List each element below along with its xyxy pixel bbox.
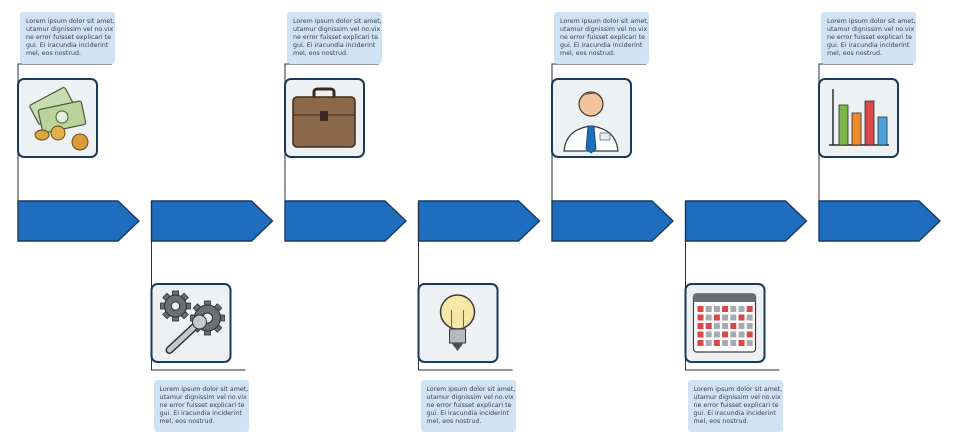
description-line: utamur dignissim vel no.vix: [426, 394, 514, 402]
description-step-3: Lorem ipsum dolor sit amet,utamur dignis…: [287, 12, 382, 64]
description-step-6: Lorem ipsum dolor sit amet,utamur dignis…: [687, 380, 783, 432]
description-line: Lorem ipsum dolor sit amet,: [26, 18, 115, 25]
description-line: Lorem ipsum dolor sit amet,: [693, 386, 783, 393]
description-line: utamur dignissim vel no.vix: [693, 394, 781, 402]
description-line: ne error fuisset explicari te: [426, 402, 512, 410]
arrow-step-1: [17, 200, 141, 242]
description-line: gui. Ei iracundia inciderint: [560, 42, 643, 50]
description-line: gui. Ei iracundia inciderint: [159, 410, 242, 418]
connector-step-1: [17, 63, 112, 201]
description-line: mel, eos nostrud.: [293, 50, 348, 58]
description-line: mel, eos nostrud.: [426, 418, 482, 426]
businessman-icon: [563, 91, 619, 154]
connector-step-7: [818, 63, 913, 201]
description-line: gui. Ei iracundia inciderint: [693, 410, 776, 418]
description-line: ne error fuisset explicari te: [560, 34, 645, 42]
description-line: gui. Ei iracundia inciderint: [426, 410, 509, 418]
lightbulb-icon: [439, 294, 476, 351]
description-line: mel, eos nostrud.: [693, 418, 749, 426]
description-line: utamur dignissim vel no.vix: [293, 26, 381, 34]
description-line: Lorem ipsum dolor sit amet,: [159, 386, 249, 393]
timeline-step-3: [284, 63, 408, 242]
timeline-step-2: [150, 200, 274, 371]
description-line: mel, eos nostrud.: [827, 50, 882, 58]
connector-step-3: [284, 63, 379, 201]
description-line: gui. Ei iracundia inciderint: [26, 42, 109, 50]
arrow-step-6: [684, 200, 808, 242]
description-line: mel, eos nostrud.: [26, 50, 81, 58]
description-step-1: Lorem ipsum dolor sit amet,utamur dignis…: [20, 12, 115, 64]
description-line: ne error fuisset explicari te: [693, 402, 779, 410]
description-step-7: Lorem ipsum dolor sit amet,utamur dignis…: [821, 12, 916, 64]
description-line: utamur dignissim vel no.vix: [827, 26, 915, 34]
gears-wrench-icon: [160, 290, 225, 354]
timeline-step-5: [551, 63, 675, 242]
timeline-step-7: [818, 63, 942, 242]
timeline-step-6: [684, 200, 808, 371]
description-line: utamur dignissim vel no.vix: [560, 26, 648, 34]
timeline-step-1: [17, 63, 141, 242]
description-line: gui. Ei iracundia inciderint: [293, 42, 376, 50]
description-line: Lorem ipsum dolor sit amet,: [426, 386, 516, 393]
arrow-step-3: [284, 200, 408, 242]
arrow-step-2: [150, 200, 274, 242]
description-line: utamur dignissim vel no.vix: [26, 26, 114, 34]
description-line: ne error fuisset explicari te: [26, 34, 111, 42]
arrow-step-7: [818, 200, 942, 242]
calendar-icon: [692, 293, 757, 353]
description-line: ne error fuisset explicari te: [827, 34, 912, 42]
bar-chart-icon: [829, 89, 889, 146]
description-line: utamur dignissim vel no.vix: [159, 394, 247, 402]
description-line: mel, eos nostrud.: [560, 50, 615, 58]
briefcase-icon: [292, 87, 356, 148]
description-line: gui. Ei iracundia inciderint: [827, 42, 910, 50]
description-line: ne error fuisset explicari te: [293, 34, 378, 42]
connector-step-6: [685, 201, 780, 371]
description-line: ne error fuisset explicari te: [159, 402, 245, 410]
connector-step-5: [551, 63, 646, 201]
arrow-step-5: [551, 200, 675, 242]
description-line: Lorem ipsum dolor sit amet,: [293, 18, 382, 25]
description-line: mel, eos nostrud.: [159, 418, 215, 426]
description-step-2: Lorem ipsum dolor sit amet,utamur dignis…: [153, 380, 249, 432]
arrow-step-4: [417, 200, 541, 242]
connector-step-2: [151, 201, 246, 371]
description-step-4: Lorem ipsum dolor sit amet,utamur dignis…: [420, 380, 516, 432]
money-icon: [29, 87, 89, 151]
description-line: Lorem ipsum dolor sit amet,: [560, 18, 649, 25]
timeline-step-4: [417, 200, 541, 371]
description-step-5: Lorem ipsum dolor sit amet,utamur dignis…: [554, 12, 649, 64]
description-line: Lorem ipsum dolor sit amet,: [827, 18, 916, 25]
connector-step-4: [418, 201, 513, 371]
